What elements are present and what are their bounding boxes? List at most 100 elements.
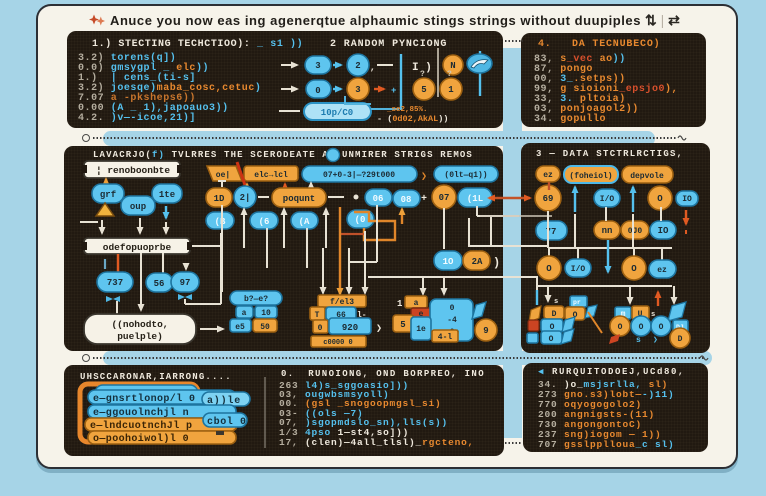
svg-text:07: 07 xyxy=(439,193,450,203)
svg-text:1te: 1te xyxy=(159,190,175,200)
svg-text:T: T xyxy=(315,311,320,320)
svg-text:,: , xyxy=(370,63,375,73)
svg-text:56: 56 xyxy=(154,279,165,289)
svg-text:oe|: oe| xyxy=(216,171,230,180)
svg-text:?: ? xyxy=(447,70,452,79)
svg-text:737: 737 xyxy=(107,278,123,288)
svg-text:(foheiol): (foheiol) xyxy=(569,172,612,181)
svg-text:odefopuoprbe: odefopuoprbe xyxy=(103,242,172,253)
svg-text:5: 5 xyxy=(400,320,405,330)
svg-text:e—lndcuotnchJl p: e—lndcuotnchJl p xyxy=(90,420,192,432)
svg-text:08: 08 xyxy=(401,195,412,205)
svg-text:O: O xyxy=(659,323,664,332)
svg-text:O: O xyxy=(631,264,637,274)
svg-text:U: U xyxy=(638,310,643,319)
svg-text:_se2,85%.: _se2,85%. xyxy=(386,106,428,114)
svg-text:poqunt: poqunt xyxy=(283,194,315,204)
svg-text:1O: 1O xyxy=(443,257,454,267)
svg-text:5: 5 xyxy=(421,85,426,95)
svg-text:1: 1 xyxy=(448,85,454,95)
svg-text:2|: 2| xyxy=(240,193,251,203)
svg-text:97: 97 xyxy=(180,278,191,288)
svg-text:1D: 1D xyxy=(214,194,225,204)
svg-text:): ) xyxy=(493,256,500,270)
svg-text:e: e xyxy=(419,310,424,319)
svg-text:ez: ez xyxy=(657,266,667,275)
svg-text:0: 0 xyxy=(315,86,320,96)
svg-text:77: 77 xyxy=(546,227,557,237)
svg-text:m: m xyxy=(621,310,626,319)
svg-text:1e: 1e xyxy=(416,325,426,334)
svg-text:(A: (A xyxy=(299,217,310,227)
svg-text:O: O xyxy=(618,323,623,332)
svg-text:l-: l- xyxy=(357,311,367,320)
svg-text:O: O xyxy=(657,194,663,204)
svg-text:❯: ❯ xyxy=(653,336,658,345)
svg-text:IO: IO xyxy=(658,226,669,236)
svg-text:b?—e?: b?—e? xyxy=(244,295,268,304)
svg-text:oup: oup xyxy=(130,202,146,212)
svg-text:e—gnsrtlonop/l 0: e—gnsrtlonop/l 0 xyxy=(93,393,195,405)
svg-text:a: a xyxy=(414,299,419,308)
svg-text:s: s xyxy=(636,336,641,345)
svg-text:10p/C0: 10p/C0 xyxy=(321,108,353,118)
svg-text:O: O xyxy=(573,311,578,320)
svg-text:s: s xyxy=(651,311,655,319)
svg-text:N: N xyxy=(450,61,455,71)
svg-text:c0000 0: c0000 0 xyxy=(323,339,352,347)
svg-text:+: + xyxy=(391,86,396,96)
svg-text:66: 66 xyxy=(336,311,346,320)
svg-text:a: a xyxy=(242,309,247,318)
svg-text:-4: -4 xyxy=(447,316,457,325)
svg-text:ez: ez xyxy=(543,171,553,180)
svg-text:(6: (6 xyxy=(259,217,270,227)
svg-text:puelple): puelple) xyxy=(117,331,163,342)
svg-text:grf: grf xyxy=(100,190,116,200)
svg-text:O: O xyxy=(639,323,644,332)
svg-text:(B: (B xyxy=(215,217,226,227)
svg-text:9: 9 xyxy=(483,326,488,336)
svg-text:D: D xyxy=(552,310,557,319)
svg-text:a))le: a))le xyxy=(207,395,241,407)
svg-text:D: D xyxy=(678,335,683,344)
svg-text:07+0-3|—?29t000: 07+0-3|—?29t000 xyxy=(323,171,395,180)
svg-text:4-l: 4-l xyxy=(438,333,453,342)
svg-text:cbol 0: cbol 0 xyxy=(207,416,247,428)
svg-text:❯: ❯ xyxy=(376,324,382,335)
svg-text:0: 0 xyxy=(318,324,323,333)
svg-text:(0lt—q1)): (0lt—q1)) xyxy=(444,171,487,180)
svg-text:I/O: I/O xyxy=(600,195,615,204)
svg-text:0J0: 0J0 xyxy=(628,227,643,236)
svg-text:nn: nn xyxy=(602,226,613,236)
svg-text:10: 10 xyxy=(261,309,271,318)
svg-text:f/el3: f/el3 xyxy=(330,298,354,307)
svg-text:+: + xyxy=(421,194,427,205)
svg-text:(1L: (1L xyxy=(467,194,483,204)
svg-text:2: 2 xyxy=(355,61,360,71)
svg-text:IO: IO xyxy=(682,195,692,204)
svg-text:- (0d02,AkAL)): - (0d02,AkAL)) xyxy=(377,114,448,124)
svg-text:O: O xyxy=(546,264,552,274)
svg-text:e—ggouolnchjl n: e—ggouolnchjl n xyxy=(93,407,189,419)
svg-text:s: s xyxy=(554,298,558,306)
svg-text:(0: (0 xyxy=(355,215,366,225)
svg-text:e5: e5 xyxy=(235,323,245,332)
svg-text:pr: pr xyxy=(573,299,581,306)
svg-text:0: 0 xyxy=(450,304,455,313)
svg-text:50: 50 xyxy=(260,323,270,332)
svg-text:920: 920 xyxy=(342,323,358,333)
svg-text:I/O: I/O xyxy=(571,265,586,274)
svg-text:3: 3 xyxy=(355,85,360,95)
svg-text:06: 06 xyxy=(373,194,384,204)
svg-text:69: 69 xyxy=(543,194,554,204)
svg-text:1: 1 xyxy=(397,299,403,309)
svg-text:❯: ❯ xyxy=(421,172,427,183)
svg-text:3: 3 xyxy=(315,61,320,71)
svg-text:?: ? xyxy=(420,70,425,79)
svg-text:O: O xyxy=(550,323,555,332)
svg-text:elc→lcl: elc→lcl xyxy=(254,171,288,180)
svg-text:depvole: depvole xyxy=(630,172,664,181)
svg-text:o—poohoiwol)l 0: o—poohoiwol)l 0 xyxy=(93,433,189,445)
svg-text:I ): I ) xyxy=(412,62,432,74)
svg-text:2A: 2A xyxy=(472,257,483,267)
